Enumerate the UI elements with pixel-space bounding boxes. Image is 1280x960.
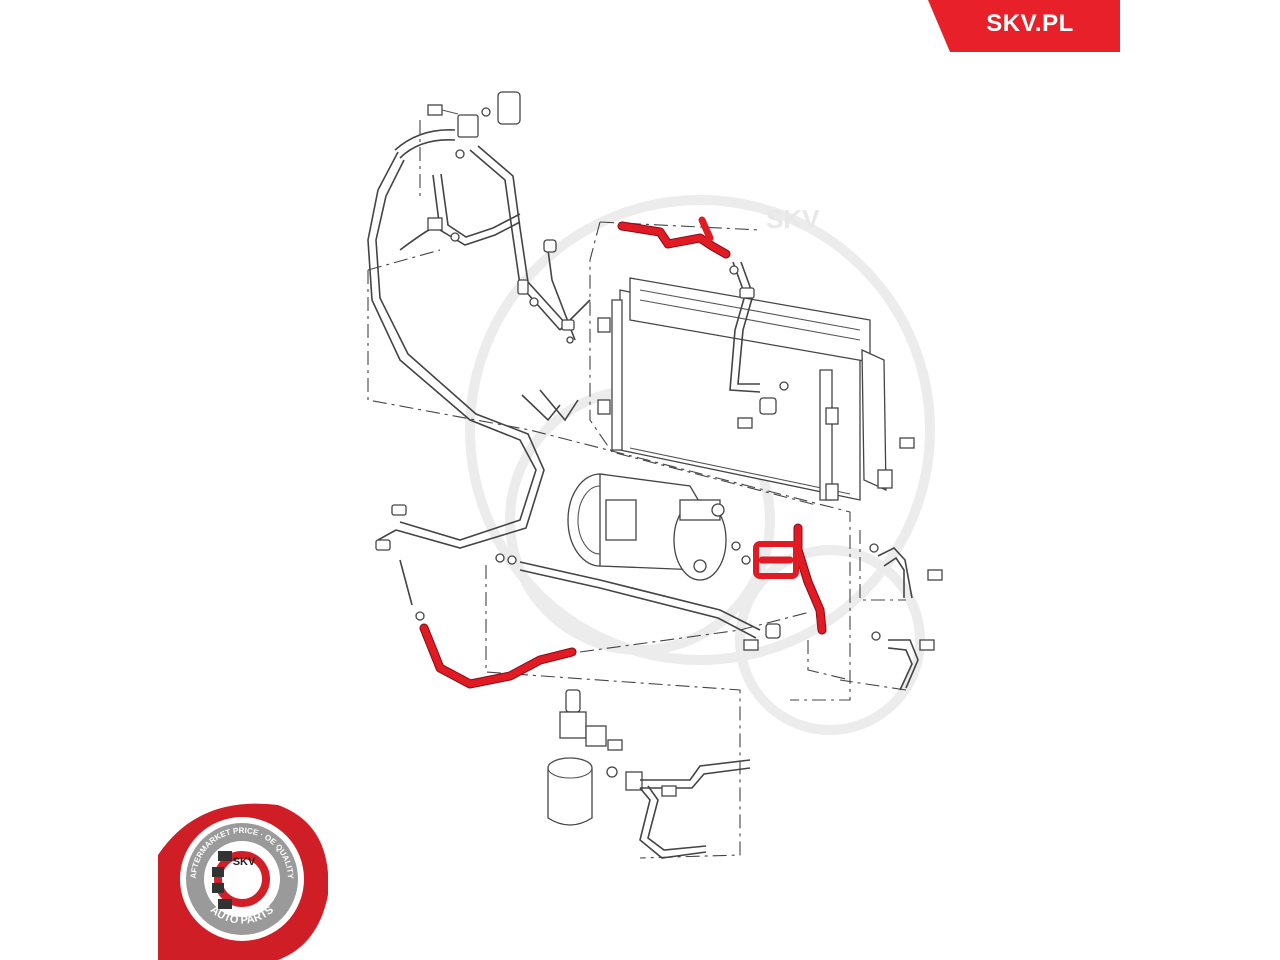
bracket-icon bbox=[597, 399, 611, 415]
condenser-icon bbox=[597, 277, 915, 501]
bracket-icon bbox=[585, 725, 607, 747]
condenser-pipe bbox=[729, 261, 761, 393]
clamp-icon bbox=[427, 217, 443, 231]
o-ring-icon bbox=[529, 297, 539, 307]
bracket-icon bbox=[825, 407, 839, 425]
fitting-nut-icon bbox=[543, 239, 557, 253]
bracket-icon bbox=[597, 317, 611, 333]
compressor-icon bbox=[567, 473, 751, 581]
bolt-icon bbox=[899, 437, 915, 449]
fitting-nut-icon bbox=[375, 539, 391, 551]
watermark-text-1: SKV bbox=[766, 204, 820, 234]
bracket-icon bbox=[877, 469, 893, 489]
fitting-nut-icon bbox=[561, 319, 575, 331]
fitting-port-icon bbox=[711, 503, 725, 517]
suction-line-assembly bbox=[367, 129, 591, 549]
o-ring-icon bbox=[741, 555, 751, 565]
fitting-port-icon bbox=[693, 559, 707, 573]
o-ring-icon bbox=[779, 381, 789, 391]
bracket-icon bbox=[825, 483, 839, 501]
assembly-guide-lines bbox=[367, 120, 907, 859]
bracket-icon bbox=[625, 771, 643, 791]
bolt-icon bbox=[607, 739, 623, 751]
bracket-icon bbox=[457, 114, 479, 138]
o-ring-icon bbox=[455, 149, 465, 159]
fitting-nut-icon bbox=[517, 279, 529, 295]
o-ring-icon bbox=[869, 543, 879, 553]
pressure-switch-icon bbox=[565, 689, 581, 713]
o-ring-icon bbox=[871, 631, 881, 641]
liquid-line bbox=[399, 553, 781, 651]
receiver-drier-icon bbox=[547, 689, 751, 859]
o-ring-icon bbox=[566, 336, 574, 344]
o-ring-icon bbox=[495, 553, 505, 563]
bolt-icon bbox=[919, 639, 935, 651]
o-ring-icon bbox=[729, 265, 739, 275]
badge-center-label: SKV bbox=[233, 856, 256, 868]
clamp-icon bbox=[765, 623, 781, 639]
o-ring-icon bbox=[606, 766, 618, 778]
bolt-icon bbox=[927, 569, 943, 581]
fitting-nut-icon bbox=[739, 287, 755, 299]
compressor-housing-window bbox=[605, 499, 637, 541]
bolt-icon bbox=[427, 104, 443, 116]
o-ring-icon bbox=[731, 541, 741, 551]
o-ring-icon bbox=[415, 611, 425, 621]
fitting-nut-icon bbox=[391, 504, 407, 516]
skv-badge-logo: AFTERMARKET PRICE · OE QUALITY AUTO PART… bbox=[158, 803, 328, 960]
brand-banner bbox=[928, 0, 1120, 52]
o-ring-icon bbox=[450, 232, 460, 242]
highlighted-hose-bottom bbox=[419, 623, 577, 689]
clamp-icon bbox=[759, 397, 777, 415]
highlighted-hose-top bbox=[617, 216, 731, 259]
right-hoses bbox=[869, 543, 943, 691]
gear-wrench-logo-icon bbox=[212, 851, 270, 909]
drier-head-icon bbox=[559, 711, 587, 739]
highlighted-hose-compressor bbox=[753, 523, 827, 635]
brand-banner-label[interactable]: SKV.PL bbox=[986, 10, 1074, 37]
expansion-valve-icon bbox=[497, 91, 521, 125]
bolt-icon bbox=[743, 639, 759, 651]
fittings-top bbox=[375, 91, 575, 551]
bolt-icon bbox=[661, 785, 677, 797]
o-ring-icon bbox=[507, 555, 517, 565]
o-ring-icon bbox=[481, 107, 491, 117]
bolt-icon bbox=[737, 417, 753, 429]
